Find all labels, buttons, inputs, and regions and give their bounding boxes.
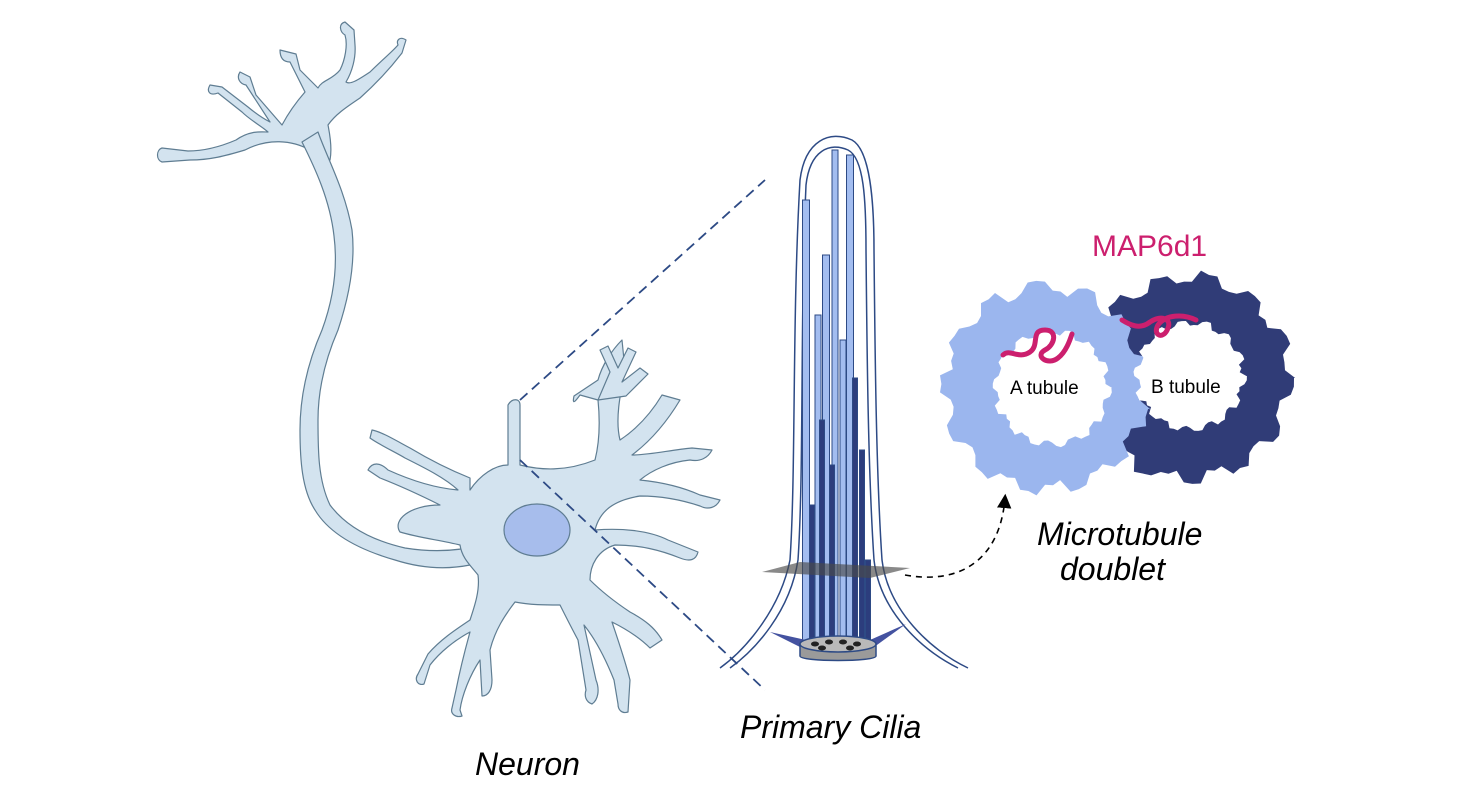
a-tubule-lumen (992, 328, 1113, 448)
zoom-line-lower (519, 459, 766, 691)
microtubule-label-line2: doublet (1060, 551, 1166, 587)
neuron (156, 21, 721, 718)
cilia-rod (852, 377, 858, 641)
neuron-nucleus (503, 503, 571, 557)
b-tubule-lumen (1133, 321, 1247, 431)
zoom-lines (519, 179, 766, 691)
map6d1-protein-a (1000, 327, 1075, 364)
neuron-label: Neuron (475, 746, 580, 782)
primary-cilia (719, 135, 969, 669)
cilia-rod (859, 449, 865, 641)
zoom-line-upper (519, 179, 766, 401)
microtubule-doublet (940, 270, 1296, 496)
map6d1-protein-b (1119, 313, 1199, 338)
microtubule-label-line1: Microtubule (1037, 516, 1202, 552)
cilia-inner-membrane (729, 146, 959, 669)
cilia-outer-membrane (719, 135, 969, 669)
cilia-rod (829, 464, 835, 641)
map6d1-label: MAP6d1 (1092, 230, 1207, 263)
neuron-top-dendrites (156, 21, 407, 163)
basal-body-right-fiber (870, 624, 906, 650)
cilia-rod (839, 339, 847, 641)
basal-body-left-fiber (770, 632, 806, 650)
neuron-right-dendrites (597, 345, 649, 401)
a-tubule-label: A tubule (1010, 378, 1079, 399)
cross-section-arrow (904, 493, 1012, 578)
basal-body (799, 635, 877, 662)
b-tubule-label: B tubule (1151, 377, 1221, 398)
primary-cilia-label: Primary Cilia (740, 709, 921, 745)
cilia-rod (819, 419, 825, 641)
cross-section-plane (762, 562, 910, 578)
